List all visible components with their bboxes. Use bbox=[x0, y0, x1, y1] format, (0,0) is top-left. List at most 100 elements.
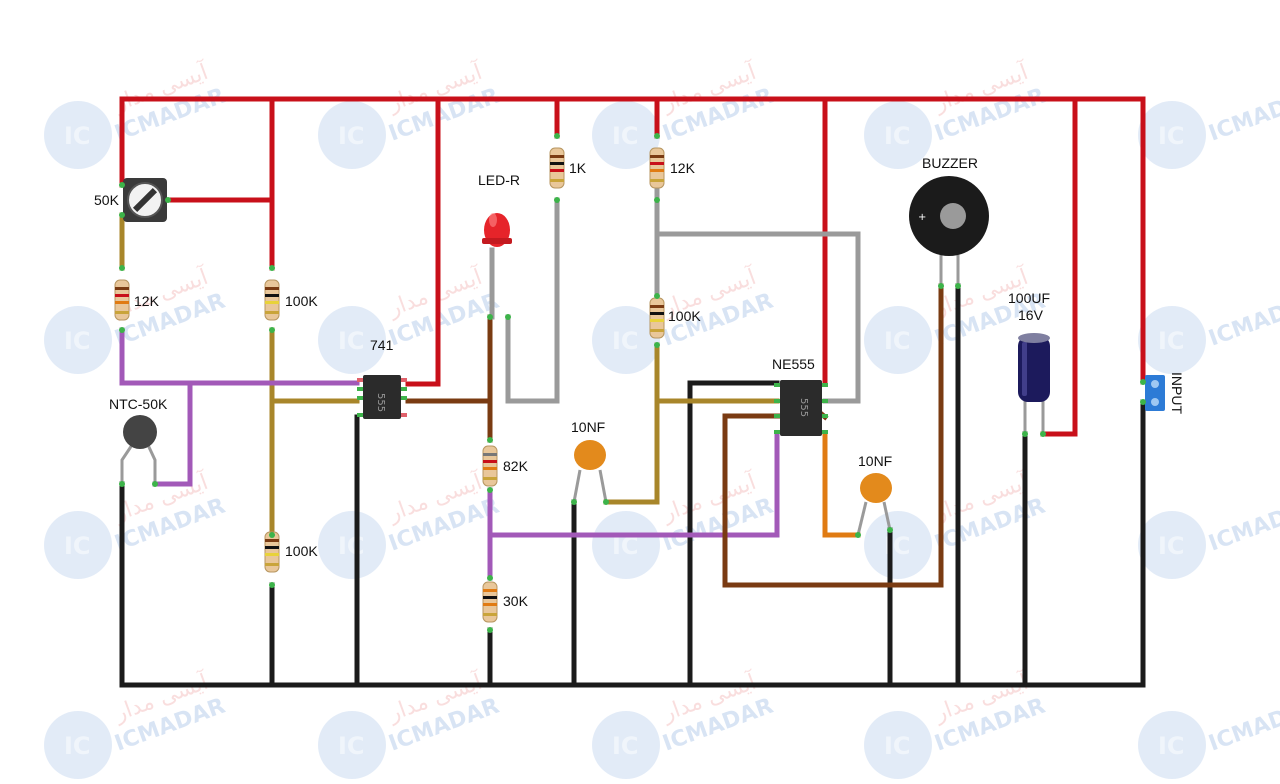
watermark-tile: IC ICMADAR آیسی مدار bbox=[318, 263, 503, 374]
resistor-1k-label: 1K bbox=[569, 160, 587, 176]
resistor-100k-top-label: 100K bbox=[285, 293, 318, 309]
resistor-1k bbox=[549, 147, 565, 189]
led-label: LED-R bbox=[478, 172, 520, 188]
svg-text:IC: IC bbox=[884, 327, 911, 355]
pin-dot bbox=[269, 265, 275, 271]
ne555-out-wire bbox=[722, 413, 793, 588]
resistor-30k bbox=[482, 581, 498, 623]
pin-dot bbox=[654, 293, 660, 299]
resistor-100k-mid bbox=[649, 297, 665, 339]
resistor-12k-mid-label: 12K bbox=[670, 160, 696, 176]
svg-text:ICMADAR: ICMADAR bbox=[1206, 84, 1280, 147]
divider-to-ne555-wire bbox=[487, 431, 780, 538]
svg-text:IC: IC bbox=[338, 122, 365, 150]
pin-dot bbox=[1140, 399, 1146, 405]
cap-10nf-left-label: 10NF bbox=[571, 419, 605, 435]
resistor-30k-label: 30K bbox=[503, 593, 529, 609]
svg-text:ICMADAR: ICMADAR bbox=[1206, 494, 1280, 557]
resistor-82k-label: 82K bbox=[503, 458, 529, 474]
pin-dot bbox=[855, 532, 861, 538]
svg-text:IC: IC bbox=[64, 327, 91, 355]
r1k-to-led-wire bbox=[505, 197, 560, 404]
svg-text:IC: IC bbox=[612, 327, 639, 355]
ceramic-capacitor-left bbox=[572, 440, 608, 503]
svg-text:IC: IC bbox=[1158, 122, 1185, 150]
svg-text:IC: IC bbox=[1158, 532, 1185, 560]
svg-text:IC: IC bbox=[64, 532, 91, 560]
ntc-label: NTC-50K bbox=[109, 396, 168, 412]
pin-dot bbox=[654, 342, 660, 348]
ntc-leg-left bbox=[120, 442, 135, 486]
svg-text:IC: IC bbox=[1158, 732, 1185, 760]
opamp-741-chip: 555 bbox=[357, 375, 407, 419]
watermark-tile: IC ICMADAR آیسی مدار bbox=[864, 58, 1049, 169]
pin-dot bbox=[1022, 431, 1028, 437]
ne555-gnd-wire bbox=[687, 380, 780, 688]
resistor-100k-bottom-label: 100K bbox=[285, 543, 318, 559]
pin-dot bbox=[152, 481, 158, 487]
svg-text:555: 555 bbox=[798, 398, 809, 417]
pin-dot bbox=[119, 327, 125, 333]
watermark-tile: IC ICMADAR آیسی مدار bbox=[592, 58, 777, 169]
r100k-to-ne555-wire bbox=[603, 342, 660, 505]
cap-10nf-right-label: 10NF bbox=[858, 453, 892, 469]
pin-dot bbox=[938, 283, 944, 289]
watermark-tile: IC ICMADAR آیسی مدار bbox=[318, 58, 503, 169]
watermark-tile: IC ICMADAR آیسی مدار bbox=[44, 263, 229, 374]
pin-dot bbox=[554, 197, 560, 203]
ntc-thermistor bbox=[123, 415, 157, 449]
electrolytic-label-line1: 100UF bbox=[1008, 290, 1050, 306]
resistor-12k-mid bbox=[649, 147, 665, 189]
resistor-12k-left-label: 12K bbox=[134, 293, 160, 309]
pin-dot bbox=[654, 197, 660, 203]
pin-dot bbox=[487, 314, 493, 320]
svg-text:ICMADAR: ICMADAR bbox=[1206, 694, 1280, 757]
pin-dot bbox=[505, 314, 511, 320]
watermark-tile: IC ICMADAR bbox=[1138, 289, 1280, 374]
svg-text:IC: IC bbox=[64, 122, 91, 150]
pin-dot bbox=[487, 487, 493, 493]
resistor-100k-top bbox=[264, 279, 280, 321]
pin-dot bbox=[1140, 379, 1146, 385]
svg-text:IC: IC bbox=[884, 732, 911, 760]
wires bbox=[119, 96, 1146, 688]
pin-dot bbox=[119, 212, 125, 218]
vcc-to-cap-wire bbox=[1040, 96, 1078, 437]
electrolytic-capacitor bbox=[1018, 333, 1050, 434]
pin-dot bbox=[1040, 431, 1046, 437]
watermark-tile: IC ICMADAR آیسی مدار bbox=[318, 468, 503, 579]
resistor-100k-bottom bbox=[264, 531, 280, 573]
pot-label: 50K bbox=[94, 192, 120, 208]
pin-dot bbox=[487, 437, 493, 443]
resistor-100k-mid-label: 100K bbox=[668, 308, 701, 324]
watermark-tile: IC ICMADAR bbox=[1138, 84, 1280, 169]
led-red bbox=[482, 213, 512, 247]
svg-text:IC: IC bbox=[64, 732, 91, 760]
pin-dot bbox=[269, 327, 275, 333]
resistor-82k bbox=[482, 445, 498, 487]
pin-dot bbox=[119, 182, 125, 188]
pin-dots bbox=[119, 133, 1146, 633]
resistor-12k-left bbox=[114, 279, 130, 321]
watermark-tile: IC ICMADAR آیسی مدار bbox=[44, 468, 229, 579]
svg-text:IC: IC bbox=[338, 532, 365, 560]
potentiometer bbox=[123, 178, 167, 222]
pin-dot bbox=[654, 133, 660, 139]
buzzer: + bbox=[909, 176, 989, 286]
pin-dot bbox=[554, 133, 560, 139]
pin-dot bbox=[487, 627, 493, 633]
opamp-label: 741 bbox=[370, 337, 394, 353]
svg-text:IC: IC bbox=[884, 122, 911, 150]
ceramic-capacitor-right bbox=[856, 473, 892, 536]
svg-text:IC: IC bbox=[612, 732, 639, 760]
watermark-tile: IC ICMADAR آیسی مدار bbox=[44, 58, 229, 169]
pin-dot bbox=[487, 575, 493, 581]
pin-dot bbox=[119, 481, 125, 487]
svg-text:IC: IC bbox=[612, 122, 639, 150]
vcc-to-opamp-wire bbox=[405, 96, 441, 387]
discharge-wire bbox=[654, 231, 861, 404]
watermark-tile: IC ICMADAR آیسی مدار bbox=[592, 468, 777, 579]
pin-dot bbox=[269, 582, 275, 588]
svg-text:+: + bbox=[918, 212, 926, 223]
pin-dot bbox=[119, 265, 125, 271]
